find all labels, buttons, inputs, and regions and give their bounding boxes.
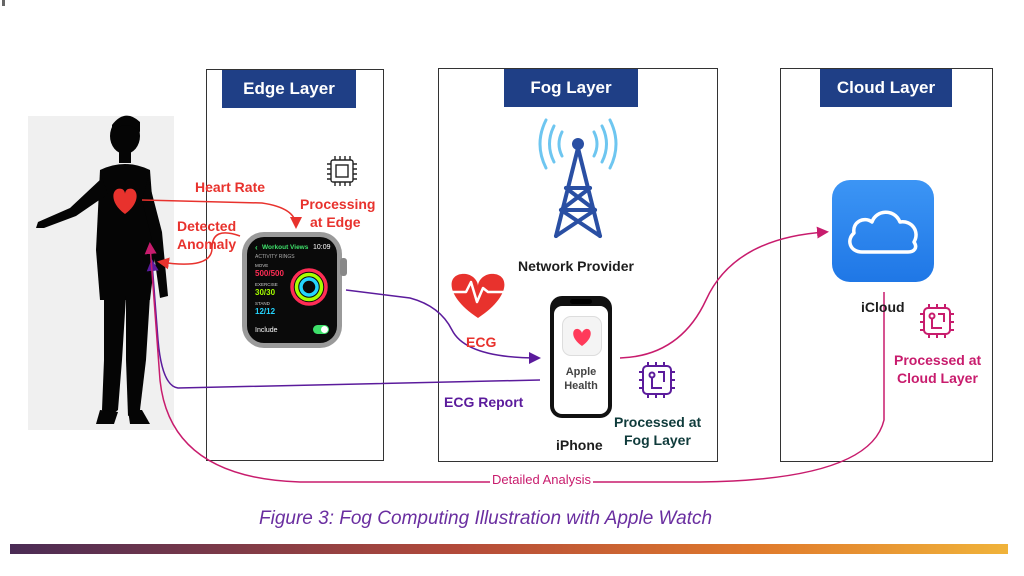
- iphone-notch: [570, 299, 592, 304]
- activity-rings: [290, 268, 328, 306]
- fog-layer-tab: Fog Layer: [504, 69, 638, 107]
- network-provider-label: Network Provider: [518, 258, 634, 274]
- footer-gradient-bar: [10, 544, 1008, 554]
- exercise-value: 30/30: [255, 288, 276, 297]
- cloud-icon: [848, 210, 918, 254]
- iphone-label: iPhone: [556, 437, 603, 453]
- move-label: MOVE: [255, 263, 269, 268]
- icloud-app-icon[interactable]: [832, 180, 934, 282]
- ecg-report-label: ECG Report: [444, 394, 524, 410]
- health-app-name-1: Apple: [565, 366, 597, 378]
- watch-section: ACTIVITY RINGS: [255, 254, 295, 260]
- ecg-label: ECG: [466, 334, 497, 350]
- cloud-layer-tab: Cloud Layer: [820, 69, 952, 107]
- icloud-label: iCloud: [861, 299, 905, 315]
- watch-header: Workout Views: [262, 244, 309, 251]
- exercise-label: EXERCISE: [255, 282, 278, 287]
- watch-screen: ‹ Workout Views 10:09 ACTIVITY RINGS MOV…: [247, 237, 337, 343]
- watch-back-icon: ‹: [255, 243, 258, 252]
- heart-rate-label: Heart Rate: [195, 179, 266, 195]
- health-heart-icon: [573, 328, 591, 346]
- apple-watch: ‹ Workout Views 10:09 ACTIVITY RINGS MOV…: [242, 232, 347, 348]
- corner-mark: [2, 0, 5, 6]
- processed-cloud-label-2: Cloud Layer: [897, 370, 978, 386]
- processed-fog-label-2: Fog Layer: [624, 432, 691, 448]
- detailed-analysis-label: Detailed Analysis: [490, 472, 593, 487]
- iphone: Apple Health: [550, 296, 612, 418]
- watch-crown: [340, 258, 347, 276]
- figure-caption: Figure 3: Fog Computing Illustration wit…: [259, 508, 713, 529]
- detected-anomaly-label-2: Anomaly: [177, 236, 237, 252]
- iphone-screen: Apple Health: [554, 306, 608, 414]
- processed-cloud-label-1: Processed at: [894, 352, 982, 368]
- health-app-name-2: Health: [564, 380, 598, 392]
- processed-fog-label-1: Processed at: [614, 414, 702, 430]
- watch-time: 10:09: [313, 244, 331, 251]
- health-app-icon[interactable]: [562, 316, 602, 356]
- include-label: Include: [255, 327, 278, 334]
- person-panel: [28, 116, 174, 430]
- processing-edge-label-2: at Edge: [310, 214, 361, 230]
- stand-value: 12/12: [255, 307, 276, 316]
- detected-anomaly-label-1: Detected: [177, 218, 237, 234]
- include-toggle[interactable]: [313, 325, 329, 334]
- stand-label: STAND: [255, 301, 270, 306]
- move-value: 500/500: [255, 269, 284, 278]
- edge-layer-tab: Edge Layer: [222, 70, 356, 108]
- processing-edge-label-1: Processing: [300, 196, 376, 212]
